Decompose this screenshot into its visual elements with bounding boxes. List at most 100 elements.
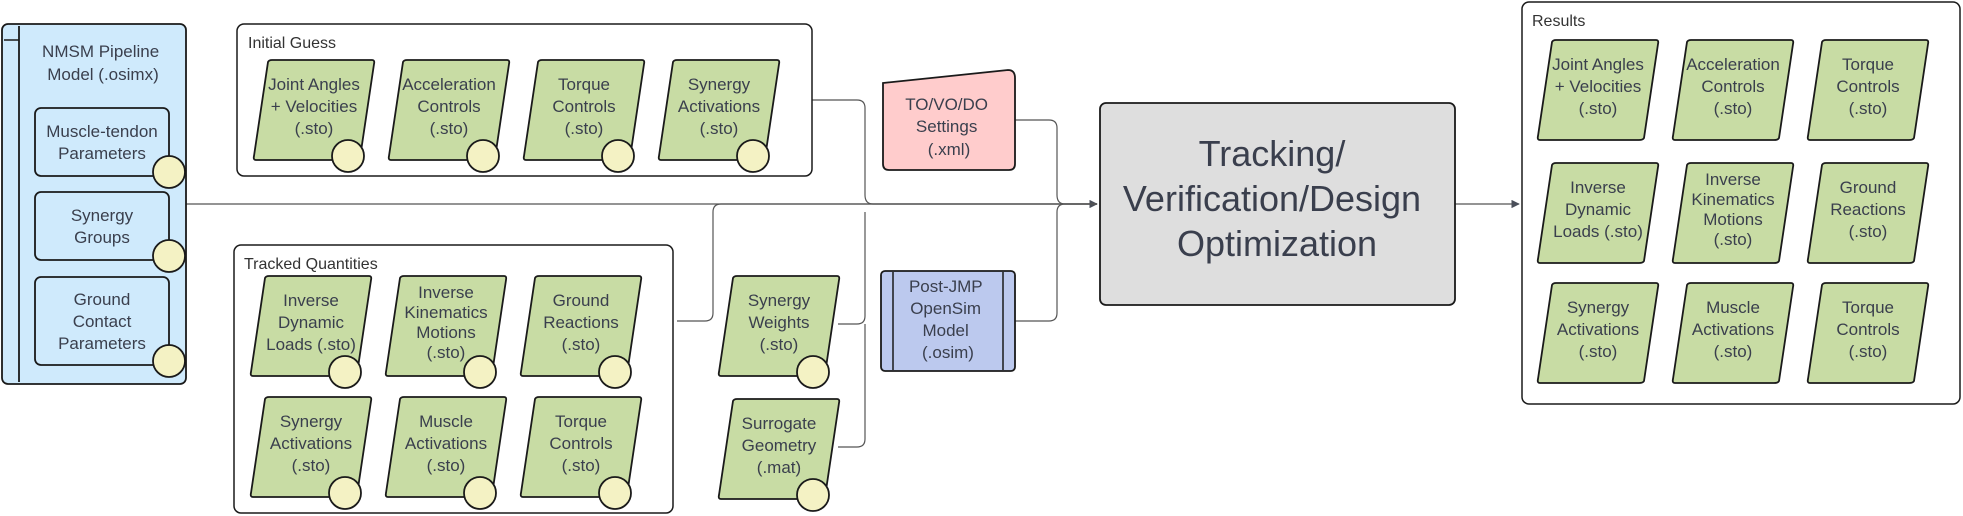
tracked-quantity-item-label-line: (.sto) bbox=[562, 335, 601, 354]
pipeline-model-item-port-circle bbox=[152, 155, 186, 189]
tracked-quantity-item-label-line: Activations bbox=[405, 434, 487, 453]
tracked-quantity-item-label-line: Inverse bbox=[418, 283, 474, 302]
connector-lines bbox=[186, 99, 1520, 448]
initial-guess-item-label-line: (.sto) bbox=[295, 119, 334, 138]
result-item-shape bbox=[1806, 162, 1930, 264]
settings-file-label-line: (.xml) bbox=[928, 140, 970, 159]
initial-guess-item-label-line: + Velocities bbox=[271, 97, 357, 116]
optimization-label: Tracking/ Verification/Design Optimizati… bbox=[1123, 133, 1431, 264]
result-item-shape bbox=[1536, 282, 1660, 384]
connector-settings bbox=[1015, 119, 1097, 205]
initial-guess-item-label-line: Joint Angles bbox=[268, 75, 360, 94]
result-item-label-line: Torque bbox=[1842, 298, 1894, 317]
initial-guess-item-port-circle bbox=[331, 139, 365, 173]
synergy-weights-file-label-line: Weights bbox=[748, 313, 809, 332]
settings-file-label-line: TO/VO/DO bbox=[905, 95, 988, 114]
tracked-quantity-item-label-line: (.sto) bbox=[562, 456, 601, 475]
result-item-label-line: Joint Angles bbox=[1552, 55, 1644, 74]
tracked-quantities-title: Tracked Quantities bbox=[244, 256, 378, 273]
connector-tracked-quantities bbox=[677, 203, 1097, 322]
initial-guess-item-label-line: (.sto) bbox=[700, 119, 739, 138]
initial-guess-item-label-line: Synergy bbox=[688, 75, 751, 94]
result-item-shape bbox=[1671, 282, 1795, 384]
initial-guess-item-port-circle bbox=[601, 139, 635, 173]
pipeline-model-item-label-line: Parameters bbox=[58, 144, 146, 163]
initial-guess-item: Joint Angles + Velocities (.sto) bbox=[252, 59, 376, 173]
pipeline-model-item-label-line: Parameters bbox=[58, 334, 146, 353]
surrogate-geometry-file-label-line: Surrogate bbox=[742, 414, 817, 433]
pipeline-model-title: NMSM Pipeline Model (.osimx) bbox=[42, 42, 164, 84]
tracked-quantity-item-label-line: Reactions bbox=[543, 313, 619, 332]
result-item-label-line: (.sto) bbox=[1849, 342, 1888, 361]
post-jmp-model-shape bbox=[880, 270, 1016, 372]
settings-file-shape bbox=[882, 69, 1016, 171]
tracked-quantity-item-label-line: Muscle bbox=[419, 412, 473, 431]
pipeline-model-item-box bbox=[34, 191, 170, 261]
result-item-shape bbox=[1536, 162, 1660, 264]
surrogate-geometry-file-label-line: Geometry bbox=[742, 436, 817, 455]
results-title: Results bbox=[1532, 13, 1585, 30]
pipeline-model-item-label-line: Groups bbox=[74, 228, 130, 247]
result-item-label-line: Activations bbox=[1557, 320, 1639, 339]
result-item-label-line: Controls bbox=[1701, 77, 1764, 96]
optimization-box bbox=[1099, 102, 1456, 306]
tracked-quantity-item-port-circle bbox=[463, 476, 497, 510]
post-jmp-model-label-line: Post-JMP bbox=[909, 277, 982, 296]
tracked-quantity-item-label-line: (.sto) bbox=[427, 456, 466, 475]
tracked-quantity-item-label-line: Synergy bbox=[280, 412, 343, 431]
initial-guess-item-label-line: Activations bbox=[678, 97, 760, 116]
synergy-weights-file-label-line: (.sto) bbox=[760, 335, 799, 354]
result-item-label-line: Reactions bbox=[1830, 200, 1906, 219]
initial-guess-item-label-line: Torque bbox=[558, 75, 610, 94]
result-item-label-line: Activations bbox=[1692, 320, 1774, 339]
pipeline-model-item-port-circle bbox=[152, 344, 186, 378]
post-jmp-model-label-line: (.osim) bbox=[922, 343, 974, 362]
result-item-label-line: (.sto) bbox=[1849, 99, 1888, 118]
surrogate-geometry-file-port-circle bbox=[796, 478, 830, 512]
initial-guess-item-label-line: Controls bbox=[417, 97, 480, 116]
result-item-label-line: Inverse bbox=[1570, 178, 1626, 197]
initial-guess-item-label: Joint Angles + Velocities (.sto) bbox=[268, 75, 360, 138]
post-jmp-model-label-line: OpenSim bbox=[910, 299, 981, 318]
connector-post-jmp-model bbox=[1015, 203, 1097, 322]
result-item-label-line: (.sto) bbox=[1579, 99, 1618, 118]
tracked-quantity-item-label-line: (.sto) bbox=[427, 343, 466, 362]
result-item-label-line: Inverse bbox=[1705, 170, 1761, 189]
pipeline-model-item-box bbox=[34, 107, 170, 177]
tracked-quantity-item-label-line: Dynamic bbox=[278, 313, 345, 332]
pipeline-model-item-label-line: Muscle-tendon bbox=[46, 122, 158, 141]
result-item-label-line: + Velocities bbox=[1555, 77, 1641, 96]
